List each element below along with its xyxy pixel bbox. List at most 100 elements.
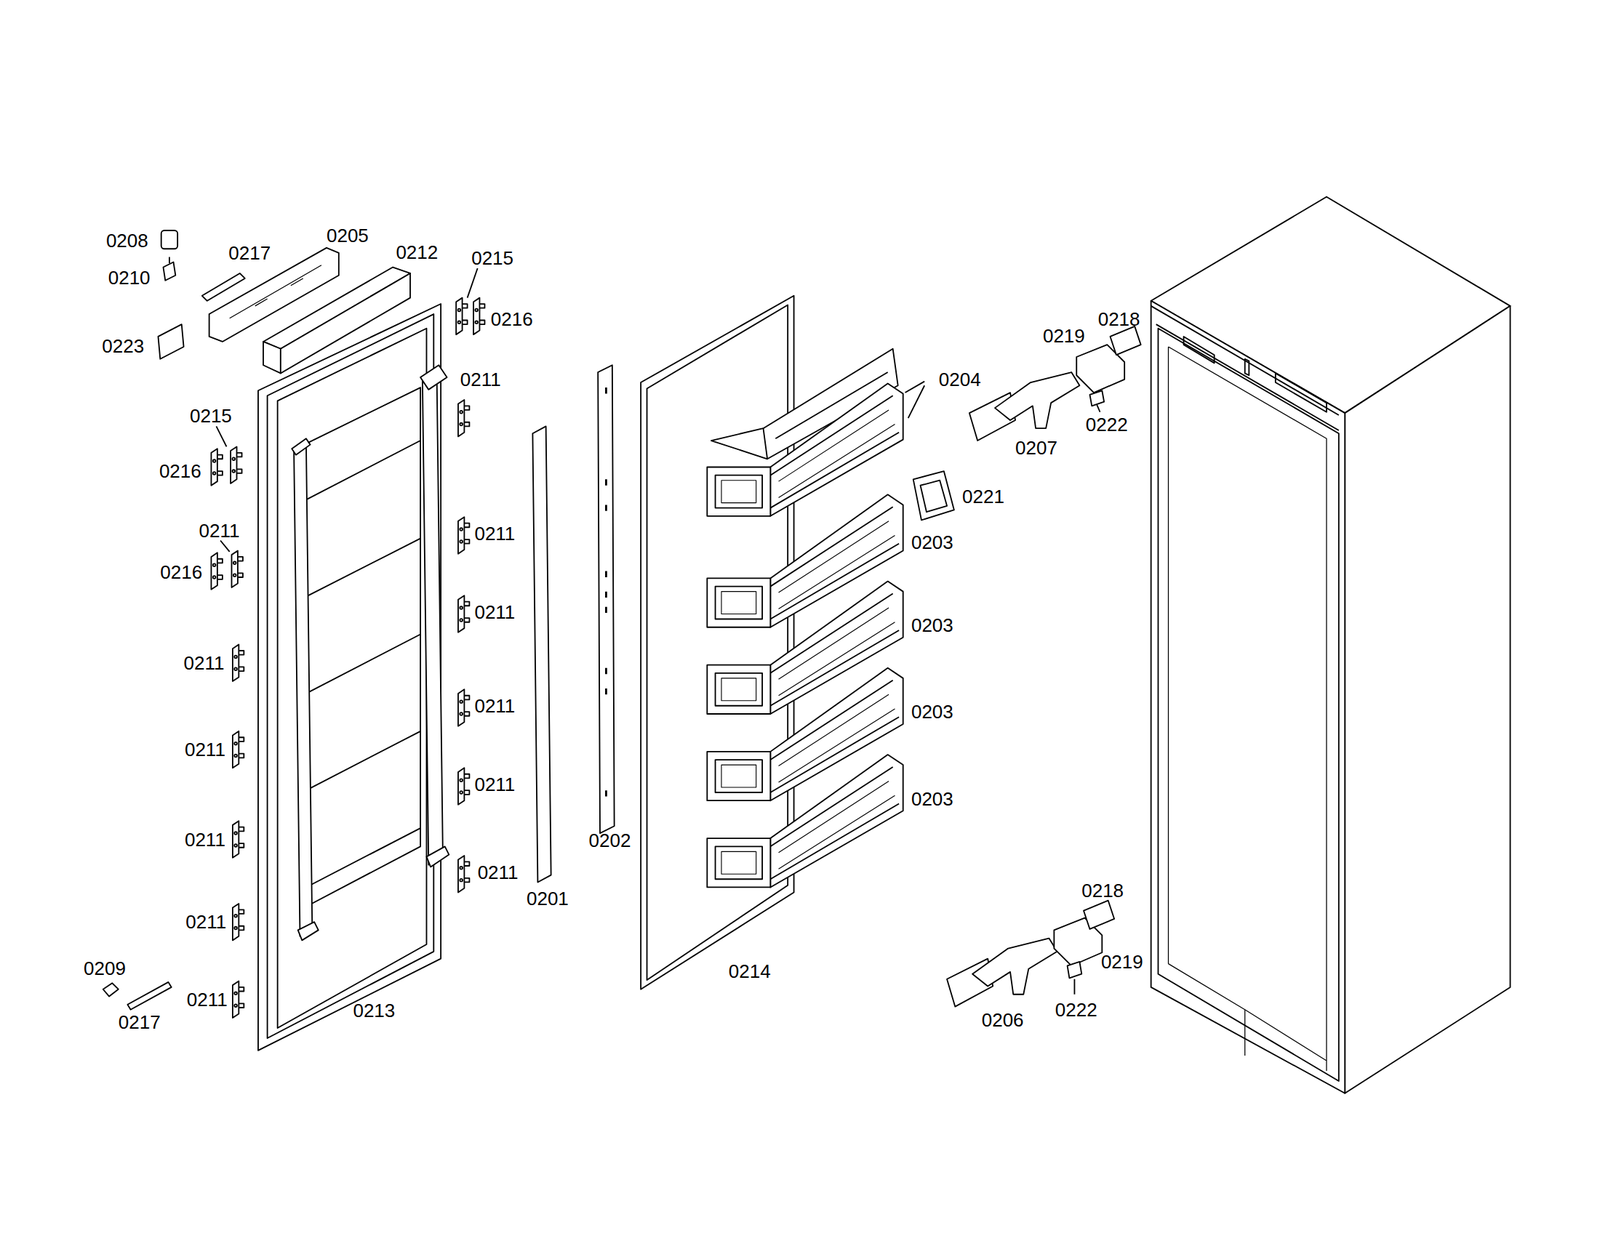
leader-lines-part: [905, 381, 926, 419]
callout-number: 0213: [352, 1001, 395, 1021]
callout-number: 0203: [911, 789, 954, 809]
door-strips-part: [532, 426, 551, 883]
callout-number: 0211: [185, 912, 227, 932]
door-outer-part: [422, 369, 443, 866]
door-outer-part: [258, 304, 441, 1051]
door-outer-part: [293, 442, 312, 937]
door-clips-part: [458, 856, 470, 894]
callout-number: 0218: [1081, 881, 1124, 901]
callout-number: 0216: [159, 461, 202, 481]
callout-number: 0208: [106, 231, 149, 251]
leader-lines-part: [220, 540, 230, 552]
callout-number: 0211: [186, 990, 228, 1010]
top-parts-part: [127, 982, 171, 1011]
callout-number: 0211: [474, 524, 515, 544]
top-parts-part: [161, 230, 178, 249]
callout-number: 0219: [1101, 952, 1144, 972]
door-outer-part: [304, 387, 421, 908]
top-parts-part: [280, 273, 411, 374]
callout-number: 0223: [101, 336, 144, 356]
callout-number: 0218: [1098, 309, 1141, 329]
door-bins-part: [706, 383, 903, 516]
door-clips-part: [458, 517, 470, 555]
door-clips-part: [232, 904, 244, 942]
leader-lines-part: [1074, 979, 1076, 995]
callout-number: 0216: [160, 562, 203, 582]
leader-lines: [216, 268, 1100, 995]
hinges-part: [994, 372, 1080, 429]
door-strips-part: [597, 365, 614, 834]
callout-number: 0211: [474, 775, 515, 795]
cabinet: [1151, 197, 1511, 1094]
hinges-part: [946, 938, 1058, 1008]
top-parts-part: [202, 273, 246, 302]
cabinet-part: [1157, 328, 1339, 1082]
cabinet-part: [1168, 346, 1327, 1072]
hinges-part: [972, 938, 1057, 995]
door-clips-part: [458, 400, 470, 438]
hinges-part: [1083, 901, 1115, 930]
callout-number: 0212: [395, 242, 438, 262]
callout-number: 0210: [108, 268, 151, 288]
door-bins-part: [706, 754, 903, 888]
callout-number: 0203: [911, 702, 954, 722]
door-outer-part: [420, 365, 449, 867]
door-clips-part: [232, 731, 244, 769]
door-strips-part: [605, 387, 608, 798]
callout-number: 0211: [477, 863, 519, 883]
callout-number: 0211: [199, 521, 240, 541]
hinges: [946, 326, 1142, 1008]
callout-number: 0219: [1042, 326, 1086, 346]
callout-number: 0222: [1055, 1000, 1098, 1020]
door-clips-part: [210, 448, 222, 486]
callout-number: 0217: [118, 1013, 161, 1032]
door-outer-part: [277, 328, 427, 1029]
cabinet-part: [1344, 306, 1510, 1094]
door-clips-part: [458, 595, 470, 633]
door-bins: [706, 349, 955, 888]
door-clips-part: [456, 298, 467, 336]
callout-number: 0204: [938, 370, 982, 390]
callout-number: 0203: [911, 533, 954, 552]
cabinet-part: [1151, 301, 1346, 1094]
callout-number: 0215: [471, 248, 514, 268]
callout-number: 0206: [981, 1010, 1024, 1030]
door-outer: [258, 304, 449, 1051]
callout-number: 0214: [728, 962, 771, 982]
door-bins-part: [913, 471, 955, 520]
top-parts-part: [157, 324, 184, 360]
top-parts-part: [103, 983, 119, 997]
callout-number: 0205: [326, 226, 369, 246]
door-clips-part: [473, 298, 485, 336]
top-parts-part: [162, 257, 176, 281]
door-clips-part: [232, 981, 244, 1019]
callout-number: 0201: [526, 889, 569, 909]
callout-number: 0221: [962, 487, 1005, 507]
callout-number: 0202: [589, 831, 632, 851]
door-clips-part: [230, 446, 242, 484]
top-parts: [103, 230, 411, 1011]
door-clips-part: [232, 645, 244, 683]
callout-number: 0222: [1085, 415, 1128, 435]
callout-number: 0211: [474, 602, 515, 622]
callout-number: 0209: [83, 959, 126, 979]
callout-number: 0203: [911, 616, 954, 635]
callout-number: 0211: [184, 740, 226, 760]
door-clips-part: [232, 821, 244, 859]
leader-lines-part: [1096, 405, 1100, 413]
door-clips-part: [458, 768, 470, 806]
callout-number: 0211: [184, 830, 226, 850]
door-clips-part: [458, 689, 470, 727]
door-clips: [210, 298, 485, 1019]
door-outer-part: [267, 314, 435, 1039]
door-strips: [532, 365, 614, 883]
callout-number: 0215: [189, 406, 232, 426]
callout-number: 0216: [490, 309, 534, 329]
leader-lines-part: [467, 268, 478, 299]
cabinet-part: [1184, 336, 1327, 413]
top-parts-part: [263, 341, 281, 374]
callout-number: 0211: [460, 370, 502, 390]
